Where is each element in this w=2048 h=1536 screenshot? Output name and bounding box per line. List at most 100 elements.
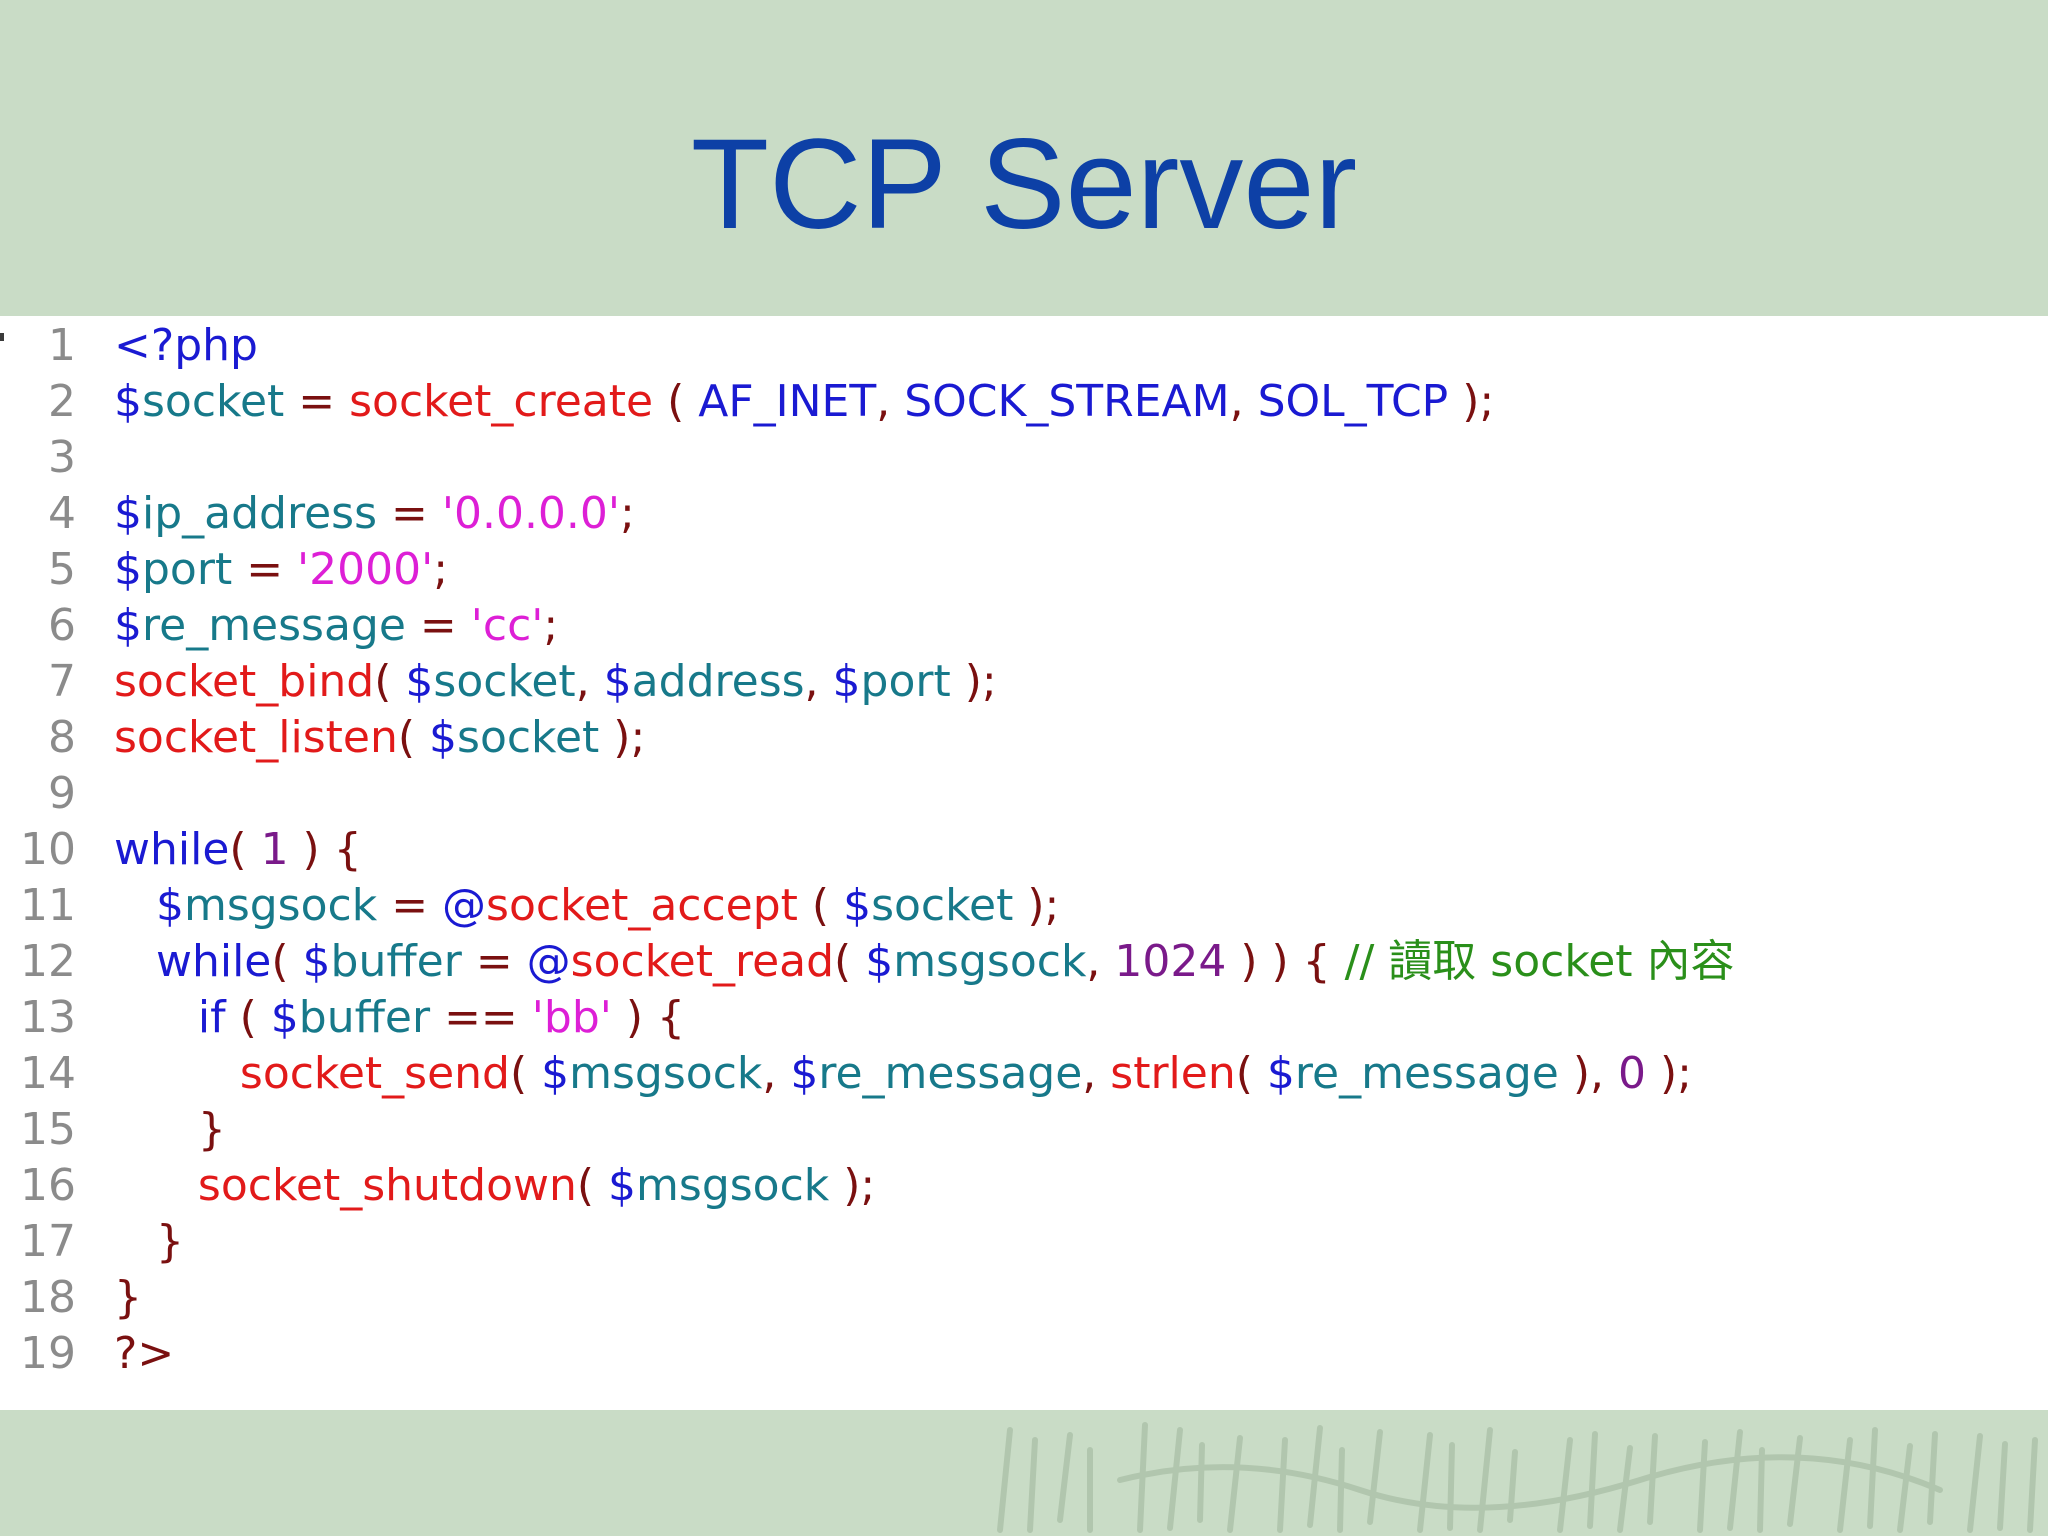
code-token: ) { bbox=[611, 992, 685, 1043]
code-token: AF_INET bbox=[698, 376, 877, 427]
code-line: 18} bbox=[0, 1270, 2048, 1326]
code-token: , bbox=[762, 1048, 791, 1099]
code-token: '2000' bbox=[297, 544, 434, 595]
code-line: 3 bbox=[0, 430, 2048, 486]
code-line: 10 while( 1 ) { bbox=[0, 822, 2048, 878]
code-token: ; bbox=[620, 488, 635, 539]
code-token: ( bbox=[225, 992, 271, 1043]
code-token: 1 bbox=[260, 824, 289, 875]
code-token: } bbox=[114, 1272, 142, 1323]
code-token: = bbox=[377, 880, 443, 931]
code-token bbox=[114, 880, 156, 931]
code-token: re_message bbox=[818, 1048, 1083, 1099]
code-token: 0 bbox=[1617, 1048, 1646, 1099]
code-text: $port = '2000'; bbox=[114, 542, 448, 598]
line-number: 2 bbox=[48, 376, 76, 427]
line-number: 5 bbox=[48, 544, 76, 595]
code-token: SOL_TCP bbox=[1257, 376, 1449, 427]
code-token: socket_send bbox=[239, 1048, 510, 1099]
code-token: ( bbox=[797, 880, 844, 931]
code-token: $ bbox=[302, 936, 331, 987]
code-token: re_message bbox=[1294, 1048, 1559, 1099]
code-token: 1024 bbox=[1114, 936, 1227, 987]
code-token: socket_listen bbox=[114, 712, 398, 763]
code-token: ?> bbox=[114, 1328, 175, 1379]
code-token: ( bbox=[576, 1160, 609, 1211]
code-text: $msgsock = @socket_accept ( $socket ); bbox=[114, 878, 1059, 934]
code-token: SOCK_STREAM bbox=[904, 376, 1230, 427]
code-token: ); bbox=[1013, 880, 1060, 931]
code-token bbox=[114, 992, 198, 1043]
code-panel bbox=[0, 316, 2048, 1410]
code-token: ; bbox=[543, 600, 559, 651]
code-line: 4$ip_address = '0.0.0.0'; bbox=[0, 486, 2048, 542]
code-text: ?> bbox=[114, 1326, 174, 1382]
code-token: ( bbox=[1235, 1048, 1267, 1099]
code-token: ( bbox=[229, 824, 261, 875]
code-token bbox=[114, 1160, 198, 1211]
code-token: if bbox=[197, 992, 226, 1043]
line-number: 13 bbox=[20, 992, 76, 1043]
code-line: 15 } bbox=[0, 1102, 2048, 1158]
code-line: 14 socket_send( $msgsock, $re_message, s… bbox=[0, 1046, 2048, 1102]
code-text: } bbox=[114, 1102, 226, 1158]
code-token: $ bbox=[270, 992, 299, 1043]
line-number: 8 bbox=[48, 712, 76, 763]
line-number: 7 bbox=[48, 656, 76, 707]
line-number: 12 bbox=[20, 936, 76, 987]
code-token: while bbox=[155, 936, 272, 987]
code-text: socket_listen( $socket ); bbox=[114, 710, 645, 766]
code-token: '0.0.0.0' bbox=[441, 488, 621, 539]
code-text: while( $buffer = @socket_read( $msgsock,… bbox=[114, 934, 1735, 990]
code-token: $ bbox=[603, 656, 632, 707]
code-text: <?php bbox=[114, 318, 258, 374]
code-token: $ bbox=[155, 880, 184, 931]
code-token: socket_bind bbox=[114, 656, 375, 707]
code-token: $ bbox=[405, 656, 434, 707]
line-number: 17 bbox=[20, 1216, 76, 1267]
code-line: 9 bbox=[0, 766, 2048, 822]
code-text: socket_shutdown( $msgsock ); bbox=[114, 1158, 875, 1214]
code-token: ) ) { bbox=[1226, 936, 1345, 987]
line-number: 19 bbox=[20, 1328, 76, 1379]
code-token: port bbox=[142, 544, 233, 595]
code-line: 2$socket = socket_create ( AF_INET, SOCK… bbox=[0, 374, 2048, 430]
line-number: 3 bbox=[48, 432, 76, 483]
code-token: port bbox=[860, 656, 951, 707]
code-token: ); bbox=[950, 656, 997, 707]
code-token: $ bbox=[114, 600, 142, 651]
code-token: , bbox=[876, 376, 905, 427]
code-token: msgsock bbox=[569, 1048, 763, 1099]
code-token: 'cc' bbox=[470, 600, 544, 651]
code-token: ( bbox=[271, 936, 303, 987]
code-token: socket bbox=[871, 880, 1014, 931]
line-number: 4 bbox=[48, 488, 76, 539]
code-token: socket bbox=[433, 656, 576, 707]
code-token: $ bbox=[114, 376, 142, 427]
code-token: == bbox=[430, 992, 532, 1043]
code-token: = bbox=[232, 544, 298, 595]
code-token: socket bbox=[457, 712, 600, 763]
code-token: ( bbox=[653, 376, 699, 427]
code-token: ( bbox=[374, 656, 406, 707]
code-token: socket_create bbox=[349, 376, 654, 427]
code-token: socket_accept bbox=[486, 880, 798, 931]
line-number: 16 bbox=[20, 1160, 76, 1211]
code-token: ) { bbox=[288, 824, 362, 875]
code-token: socket_shutdown bbox=[197, 1160, 577, 1211]
code-token: address bbox=[631, 656, 805, 707]
code-token: ; bbox=[433, 544, 449, 595]
line-number: 10 bbox=[20, 824, 76, 875]
code-token: ); bbox=[599, 712, 646, 763]
code-token: 'bb' bbox=[531, 992, 612, 1043]
line-number: 11 bbox=[20, 880, 76, 931]
code-text: } bbox=[114, 1214, 184, 1270]
code-text: socket_send( $msgsock, $re_message, strl… bbox=[114, 1046, 1692, 1102]
code-token: $ bbox=[608, 1160, 637, 1211]
code-text: while( 1 ) { bbox=[114, 822, 362, 878]
line-number: 18 bbox=[20, 1272, 76, 1323]
code-line: 12 while( $buffer = @socket_read( $msgso… bbox=[0, 934, 2048, 990]
code-token: socket_read bbox=[570, 936, 835, 987]
